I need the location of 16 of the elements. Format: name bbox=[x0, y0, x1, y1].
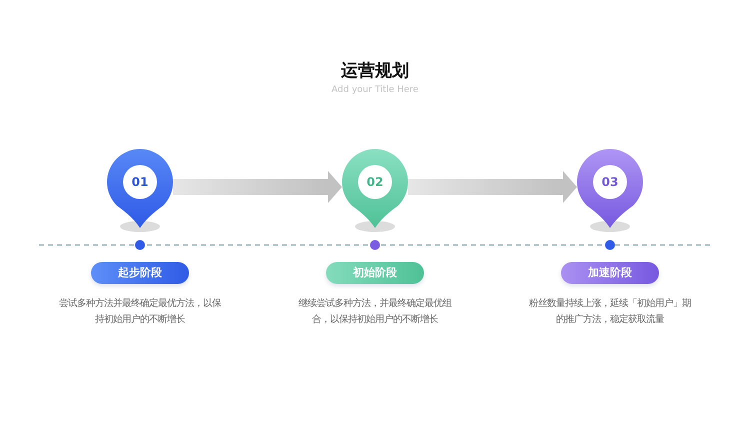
stage-description: 粉丝数量持续上涨，延续「初始用户」期的推广方法，稳定获取流量 bbox=[528, 297, 692, 327]
location-pin bbox=[577, 149, 643, 229]
step-number: 03 bbox=[600, 174, 620, 191]
location-pin bbox=[342, 149, 408, 229]
arrow bbox=[173, 171, 342, 203]
step-number: 02 bbox=[366, 174, 384, 191]
stage-description: 继续尝试多种方法，并最终确定最优组合，以保持初始用户的不断增长 bbox=[298, 297, 452, 327]
title: 运营规划 bbox=[341, 60, 409, 82]
location-pin bbox=[107, 149, 173, 229]
subtitle: Add your Title Here bbox=[332, 84, 418, 96]
stage-pill: 起步阶段 bbox=[91, 262, 189, 284]
step-number: 01 bbox=[130, 174, 150, 191]
stage-pill: 加速阶段 bbox=[561, 262, 659, 284]
arrow bbox=[408, 171, 577, 203]
stage-description: 尝试多种方法并最终确定最优方法，以保持初始用户的不断增长 bbox=[58, 297, 222, 327]
stage-pill: 初始阶段 bbox=[326, 262, 424, 284]
